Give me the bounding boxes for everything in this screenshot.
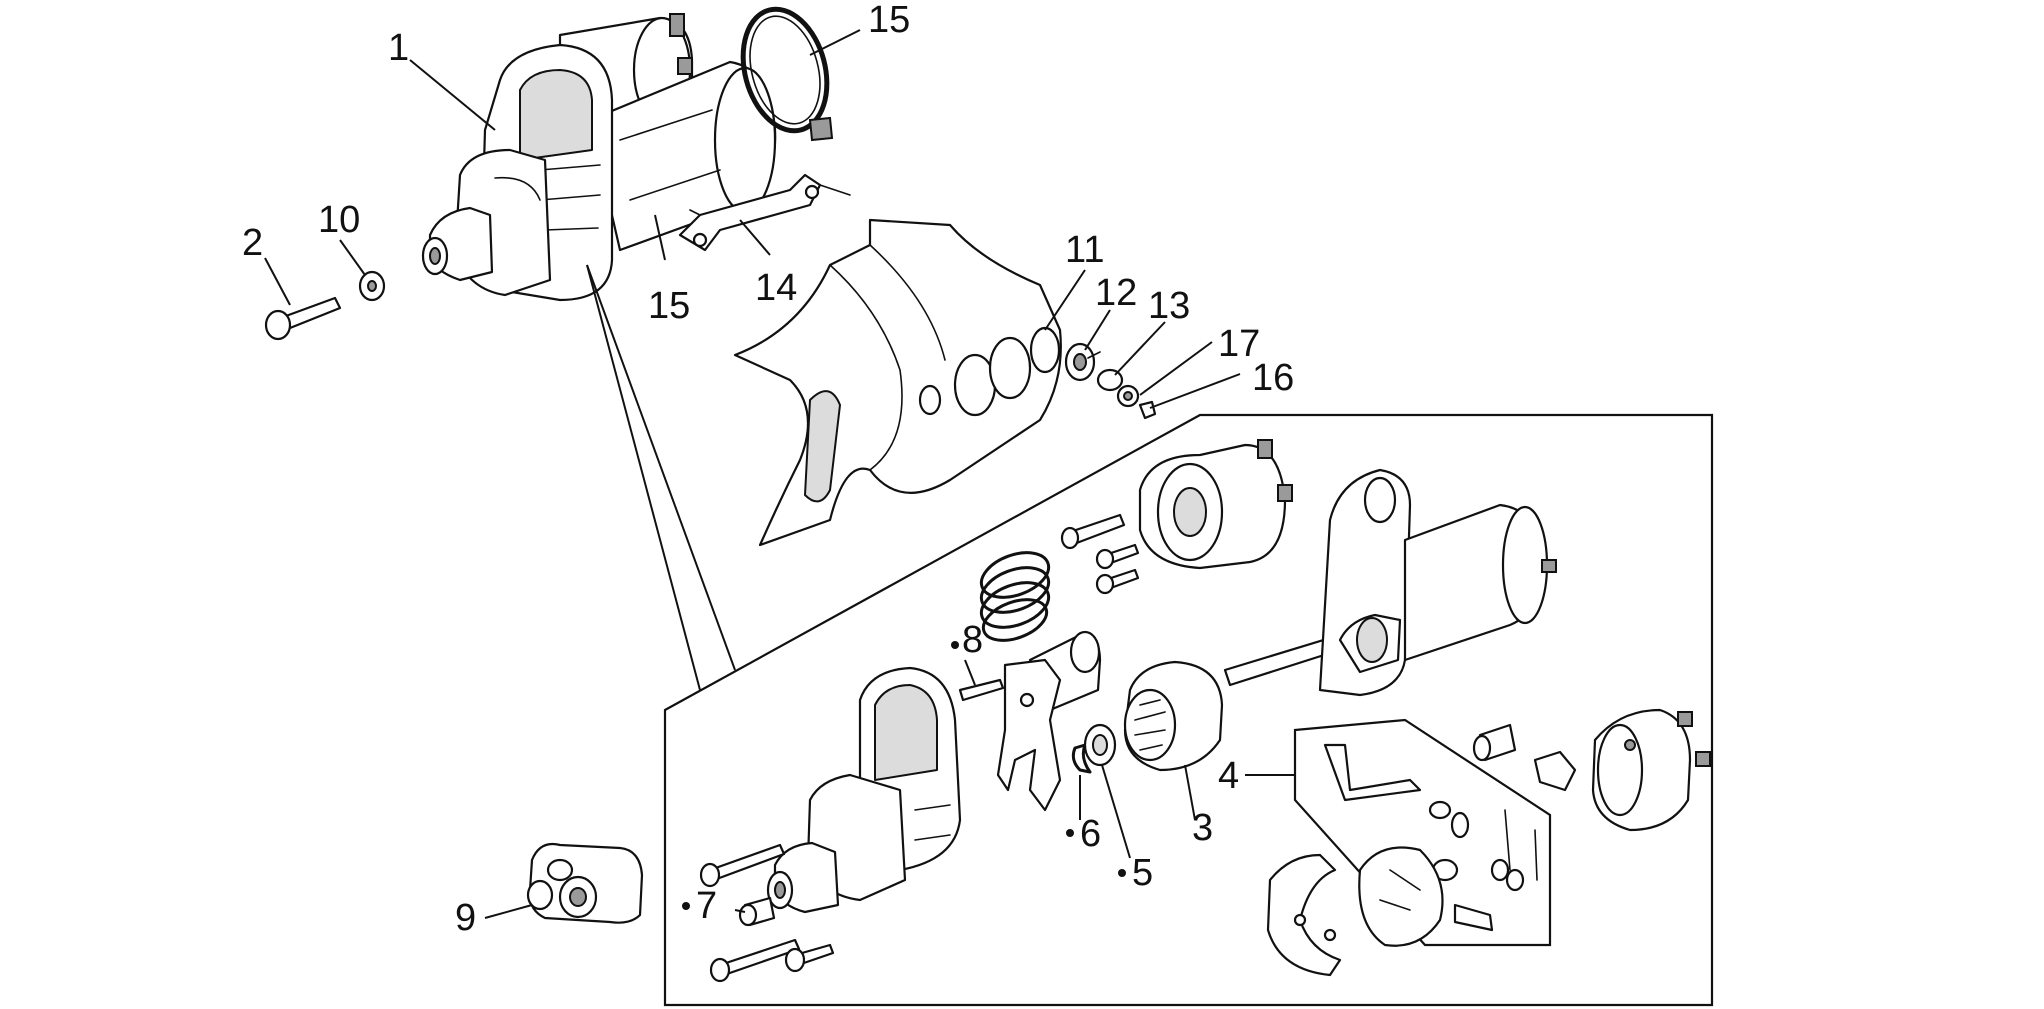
callout-10: 10 (318, 199, 360, 241)
plunger-and-fork-lever (958, 630, 1102, 812)
callout-15-top: 15 (868, 0, 910, 41)
callout-12: 12 (1095, 272, 1137, 314)
bullet-6 (1066, 829, 1074, 837)
callout-16: 16 (1252, 357, 1294, 399)
brush-holder-kit (1266, 718, 1552, 977)
circlip-and-stop-ring (1071, 723, 1117, 774)
band-clamp (740, 6, 834, 142)
callout-14: 14 (755, 267, 797, 309)
mounting-bracket (678, 173, 851, 252)
bullet-5 (1118, 869, 1126, 877)
callout-15-bottom: 15 (648, 285, 690, 327)
callout-7: 7 (696, 885, 717, 927)
callout-8: 8 (962, 619, 983, 661)
callout-4: 4 (1218, 755, 1239, 797)
end-cap-and-bushings (1472, 708, 1711, 832)
bullet-7 (682, 902, 690, 910)
callout-1: 1 (388, 27, 409, 69)
callout-13: 13 (1148, 285, 1190, 327)
callout-labels: 1 2 3 4 5 6 7 8 9 10 11 12 13 14 15 15 1… (242, 0, 1294, 939)
motor-and-armature (1223, 468, 1557, 697)
callout-5: 5 (1132, 852, 1153, 894)
fasteners-12-13-16-17 (1064, 342, 1157, 420)
detail-frame (586, 264, 1714, 1007)
drive-pinion (1123, 660, 1224, 772)
callout-2: 2 (242, 222, 263, 264)
callout-11: 11 (1065, 229, 1104, 271)
rubber-boot (526, 842, 644, 924)
callout-leaders (264, 29, 1295, 919)
bolt-and-washer (264, 270, 386, 341)
drive-housing-exploded (699, 666, 962, 983)
callout-17: 17 (1218, 323, 1260, 365)
spring (979, 551, 1051, 642)
bullet-8 (951, 641, 959, 649)
callout-9: 9 (455, 897, 476, 939)
heat-shield (733, 218, 1062, 547)
solenoid-exploded (1060, 439, 1293, 595)
starter-motor-assembly (421, 13, 777, 302)
callout-6: 6 (1080, 813, 1101, 855)
callout-3: 3 (1192, 807, 1213, 849)
